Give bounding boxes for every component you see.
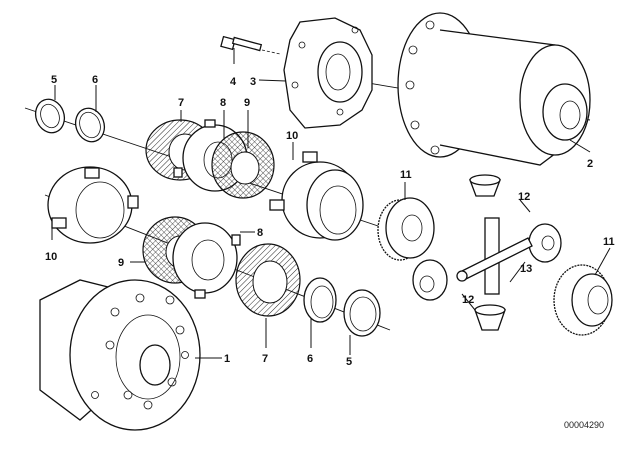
callout-8-lower[interactable]: 8 — [257, 227, 263, 239]
thrust-washer-lower[interactable] — [303, 277, 337, 323]
callout-12-lower[interactable]: 12 — [462, 294, 474, 306]
reference-number: 00004290 — [564, 420, 604, 430]
inner-plate-upper[interactable] — [211, 131, 275, 199]
pinion-bottom[interactable] — [474, 304, 506, 331]
callout-10-upper[interactable]: 10 — [286, 130, 298, 142]
pinion-left[interactable] — [412, 259, 448, 301]
pressure-ring-lower[interactable] — [47, 166, 139, 244]
callout-11-upper[interactable]: 11 — [400, 169, 412, 181]
side-gear-right[interactable] — [553, 264, 613, 336]
callout-7-lower[interactable]: 7 — [262, 353, 268, 365]
callout-3[interactable]: 3 — [250, 76, 256, 88]
outer-plate-lower[interactable] — [172, 222, 241, 299]
differential-housing-part[interactable] — [397, 12, 591, 166]
callout-11-right[interactable]: 11 — [603, 236, 615, 248]
callout-2[interactable]: 2 — [587, 158, 593, 170]
shim-ring-upper[interactable] — [31, 95, 69, 137]
bolt-part[interactable] — [220, 35, 281, 55]
cross-shaft-part[interactable] — [456, 217, 533, 295]
callout-6-lower[interactable]: 6 — [307, 353, 313, 365]
callout-8-upper[interactable]: 8 — [220, 97, 226, 109]
leader-lines — [51, 48, 611, 359]
pinion-top[interactable] — [469, 174, 501, 197]
flange-cover-part[interactable] — [283, 17, 373, 129]
callout-6-upper[interactable]: 6 — [92, 74, 98, 86]
housing-cover-part[interactable] — [39, 279, 201, 431]
callout-9-upper[interactable]: 9 — [244, 97, 250, 109]
callout-4[interactable]: 4 — [230, 76, 237, 88]
callout-9-lower[interactable]: 9 — [118, 257, 124, 269]
side-gear-upper[interactable] — [377, 197, 435, 261]
callout-10-lower[interactable]: 10 — [45, 251, 57, 263]
callout-1[interactable]: 1 — [224, 353, 230, 365]
pinion-right[interactable] — [528, 223, 562, 263]
shim-ring-lower[interactable] — [343, 289, 381, 337]
callout-5-lower[interactable]: 5 — [346, 356, 352, 368]
pressure-ring-upper[interactable] — [269, 151, 364, 241]
thrust-washer-upper[interactable] — [71, 104, 109, 146]
callout-7-upper[interactable]: 7 — [178, 97, 184, 109]
callout-13[interactable]: 13 — [520, 263, 532, 275]
friction-disc-lower[interactable] — [235, 243, 301, 317]
callout-5-upper[interactable]: 5 — [51, 74, 57, 86]
callout-12-upper[interactable]: 12 — [518, 191, 530, 203]
